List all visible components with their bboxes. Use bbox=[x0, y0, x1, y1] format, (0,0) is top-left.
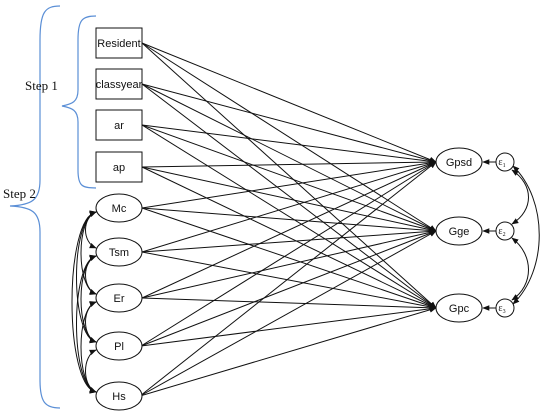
error-e2-label: ε2 bbox=[498, 226, 505, 238]
edge-ap-to-gpc bbox=[141, 166, 437, 309]
edge-pl-to-gpsd bbox=[140, 161, 437, 347]
path-edges bbox=[71, 42, 540, 397]
node-gge-label: Gge bbox=[449, 226, 470, 238]
node-gpc-label: Gpc bbox=[449, 303, 470, 315]
covariance-pl-hs bbox=[85, 349, 97, 393]
covariance-tsm-pl bbox=[80, 255, 97, 343]
node-ap-box bbox=[95, 151, 143, 183]
step2-label: Step 2 bbox=[3, 186, 36, 201]
diagram-nodes: Resident classyear ar ap Mc Tsm Er Pl Hs… bbox=[95, 27, 515, 411]
error-e1-circle bbox=[495, 152, 515, 172]
edge-er-to-gpc bbox=[141, 297, 437, 311]
node-gpc-ellipse bbox=[435, 293, 483, 323]
edge-pl-to-gpc bbox=[140, 306, 437, 347]
edge-classyear-to-gge bbox=[141, 83, 437, 232]
edge-mc-to-gge bbox=[141, 207, 437, 234]
edge-ap-to-gpsd bbox=[141, 159, 437, 168]
node-mc-label: Mc bbox=[112, 203, 127, 215]
node-gge-ellipse bbox=[435, 216, 483, 246]
edge-er-to-gge bbox=[141, 229, 437, 299]
node-mc-ellipse bbox=[95, 193, 143, 223]
step2-brace bbox=[9, 5, 61, 409]
node-hs-ellipse bbox=[95, 381, 143, 411]
node-hs-label: Hs bbox=[112, 391, 126, 403]
edge-resident-to-gpsd bbox=[141, 42, 437, 163]
node-resident-label: Resident bbox=[97, 38, 140, 50]
edge-ar-to-gpc bbox=[141, 124, 437, 309]
node-ap-label: ap bbox=[113, 162, 125, 174]
edge-resident-to-gge bbox=[141, 42, 437, 232]
covariance-mc-hs bbox=[71, 210, 97, 394]
error-e3-circle bbox=[495, 298, 515, 318]
edge-classyear-to-gpc bbox=[141, 83, 437, 309]
covariance-tsm-er bbox=[85, 255, 97, 295]
edge-classyear-to-gpsd bbox=[141, 83, 437, 164]
edge-er-to-gpsd bbox=[141, 161, 437, 299]
edge-tsm-to-gpc bbox=[141, 251, 437, 310]
node-er-label: Er bbox=[114, 293, 125, 305]
edge-mc-to-gpsd bbox=[141, 160, 437, 209]
edge-pl-to-gge bbox=[140, 230, 437, 347]
covariance-e1-e3 bbox=[512, 165, 540, 305]
covariance-e1-e2 bbox=[511, 169, 529, 225]
node-gpsd-label: Gpsd bbox=[446, 157, 472, 169]
edge-mc-to-gpc bbox=[141, 207, 437, 309]
error-e1-label: ε1 bbox=[498, 157, 505, 169]
node-tsm-label: Tsm bbox=[109, 247, 129, 259]
step1-label: Step 1 bbox=[25, 78, 58, 93]
edge-hs-to-gpsd bbox=[139, 161, 437, 397]
edge-resident-to-gpc bbox=[141, 42, 437, 309]
edge-hs-to-gge bbox=[139, 230, 437, 397]
error-e3-label: ε3 bbox=[498, 303, 505, 315]
node-pl-ellipse bbox=[95, 331, 143, 361]
node-pl-label: Pl bbox=[114, 341, 124, 353]
node-ar-label: ar bbox=[114, 120, 124, 132]
node-resident-box bbox=[95, 27, 143, 59]
covariance-mc-pl bbox=[76, 210, 97, 344]
covariance-e2-e3 bbox=[511, 237, 529, 301]
edge-ar-to-gpsd bbox=[141, 124, 437, 164]
node-classyear-label: classyear bbox=[96, 79, 143, 91]
edge-tsm-to-gge bbox=[141, 228, 437, 253]
node-gpsd-ellipse bbox=[435, 147, 483, 177]
edge-ar-to-gge bbox=[141, 124, 437, 232]
covariance-mc-er bbox=[80, 211, 97, 295]
edge-tsm-to-gpsd bbox=[141, 161, 437, 253]
edge-hs-to-gpc bbox=[139, 307, 437, 397]
node-tsm-ellipse bbox=[95, 237, 143, 267]
node-classyear-box bbox=[95, 68, 143, 100]
node-er-ellipse bbox=[95, 283, 143, 313]
step1-brace bbox=[61, 15, 97, 189]
node-ar-box bbox=[95, 109, 143, 141]
covariance-mc-tsm bbox=[85, 211, 97, 249]
edge-ap-to-gge bbox=[141, 166, 437, 233]
covariance-tsm-hs bbox=[76, 254, 97, 394]
covariance-er-pl bbox=[85, 301, 97, 343]
error-e2-circle bbox=[495, 221, 515, 241]
